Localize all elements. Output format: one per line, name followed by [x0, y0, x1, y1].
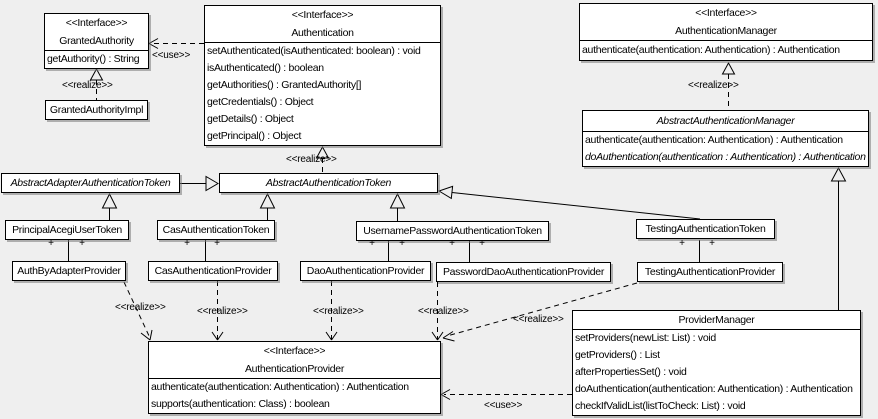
- realize-edge-label: <<realize>>: [115, 302, 166, 313]
- association-plus: +: [479, 238, 485, 249]
- method-row: getAuthority() : String: [47, 53, 140, 65]
- realize-edge-label: <<realize>>: [62, 80, 113, 91]
- association-plus: +: [184, 238, 190, 249]
- class-authentication[interactable]: <<Interface>> Authentication setAuthenti…: [204, 5, 441, 146]
- association-edges: [68, 240, 700, 262]
- class-name: UsernamePasswordAuthenticationToken: [363, 225, 542, 237]
- class-name: AuthenticationManager: [675, 25, 777, 37]
- method-row: doAuthentication(authentication : Authen…: [585, 151, 866, 163]
- realize-edge-label: <<realize>>: [286, 154, 337, 165]
- method-row: doAuthentication(authentication: Authent…: [575, 383, 853, 395]
- class-authentication-provider[interactable]: <<Interface>> AuthenticationProvider aut…: [148, 341, 441, 414]
- class-name: PrincipalAcegiUserToken: [12, 224, 122, 236]
- class-abstract-authentication-manager[interactable]: AbstractAuthenticationManager authentica…: [582, 110, 869, 167]
- method-row: afterPropertiesSet() : void: [575, 366, 687, 378]
- method-row: supports(authentication: Class) : boolea…: [151, 398, 330, 410]
- stereotype-label: <<Interface>>: [263, 345, 326, 357]
- method-row: getCredentials() : Object: [207, 96, 314, 108]
- class-dao-authentication-provider[interactable]: DaoAuthenticationProvider: [300, 261, 431, 281]
- method-row: getDetails() : Object: [207, 113, 294, 125]
- class-name: PasswordDaoAuthenticationProvider: [442, 266, 605, 278]
- realize-edge-label: <<realize>>: [313, 306, 364, 317]
- class-cas-authentication-provider[interactable]: CasAuthenticationProvider: [148, 261, 278, 281]
- class-testing-authentication-token[interactable]: TestingAuthenticationToken: [636, 219, 775, 239]
- class-name: CasAuthenticationProvider: [154, 265, 272, 277]
- class-name: ProviderManager: [678, 314, 755, 326]
- method-row: setAuthenticated(isAuthenticated: boolea…: [207, 45, 421, 57]
- class-cas-authentication-token[interactable]: CasAuthenticationToken: [157, 220, 275, 240]
- class-auth-by-adapter-provider[interactable]: AuthByAdapterProvider: [12, 261, 126, 281]
- use-edge-label: <<use>>: [484, 400, 523, 411]
- association-plus: +: [679, 238, 685, 249]
- method-row: getAuthorities() : GrantedAuthority[]: [207, 79, 362, 91]
- stereotype-label: <<Interface>>: [291, 9, 354, 21]
- association-plus: +: [399, 238, 405, 249]
- class-name: TestingAuthenticationToken: [645, 223, 766, 235]
- class-name: AuthByAdapterProvider: [17, 265, 121, 277]
- method-row: getPrincipal() : Object: [207, 130, 302, 142]
- class-username-password-authentication-token[interactable]: UsernamePasswordAuthenticationToken: [356, 221, 549, 241]
- class-provider-manager[interactable]: ProviderManager setProviders(newList: Li…: [572, 310, 861, 416]
- class-granted-authority[interactable]: <<Interface>> GrantedAuthority getAuthor…: [44, 13, 149, 69]
- class-name: DaoAuthenticationProvider: [306, 265, 425, 277]
- stereotype-label: <<Interface>>: [65, 17, 128, 29]
- realize-edge-label: <<realize>>: [197, 306, 248, 317]
- association-plus: +: [369, 238, 375, 249]
- method-row: authenticate(authentication: Authenticat…: [582, 44, 840, 56]
- stereotype-label: <<Interface>>: [695, 7, 757, 19]
- class-name: AuthenticationProvider: [244, 363, 345, 375]
- class-authentication-manager[interactable]: <<Interface>> AuthenticationManager auth…: [579, 3, 873, 61]
- association-plus: +: [79, 238, 85, 249]
- class-name: CasAuthenticationToken: [162, 224, 270, 236]
- class-name: AbstractAuthenticationToken: [265, 177, 392, 189]
- class-testing-authentication-provider[interactable]: TestingAuthenticationProvider: [637, 262, 783, 282]
- class-granted-authority-impl[interactable]: GrantedAuthorityImpl: [45, 100, 148, 120]
- class-abstract-authentication-token[interactable]: AbstractAuthenticationToken: [219, 173, 438, 193]
- association-plus: +: [48, 238, 54, 249]
- use-edge-label: <<use>>: [152, 50, 191, 61]
- class-name: TestingAuthenticationProvider: [644, 266, 776, 278]
- association-plus: +: [214, 238, 220, 249]
- class-abstract-adapter-authentication-token[interactable]: AbstractAdapterAuthenticationToken: [1, 173, 180, 193]
- class-name: AbstractAuthenticationManager: [656, 115, 795, 127]
- class-name: AbstractAdapterAuthenticationToken: [10, 177, 171, 189]
- method-row: setProviders(newList: List) : void: [575, 332, 716, 344]
- method-row: authenticate(authentication: Authenticat…: [151, 381, 409, 393]
- association-plus: +: [709, 238, 715, 249]
- class-name: Authentication: [291, 27, 354, 39]
- method-row: authenticate(authentication: Authenticat…: [585, 134, 843, 146]
- class-name: GrantedAuthorityImpl: [49, 104, 144, 116]
- realize-edge-label: <<realize>>: [418, 306, 469, 317]
- class-name: GrantedAuthority: [59, 35, 134, 47]
- class-principal-acegi-user-token[interactable]: PrincipalAcegiUserToken: [5, 220, 129, 240]
- method-row: isAuthenticated() : boolean: [207, 62, 324, 74]
- method-row: checkIfValidList(listToCheck: List) : vo…: [575, 400, 746, 412]
- class-password-dao-authentication-provider[interactable]: PasswordDaoAuthenticationProvider: [436, 262, 611, 282]
- realize-edge-label: <<realize>>: [513, 314, 564, 325]
- method-row: getProviders() : List: [575, 349, 660, 361]
- association-plus: +: [449, 238, 455, 249]
- realize-edge-label: <<realize>>: [688, 80, 739, 91]
